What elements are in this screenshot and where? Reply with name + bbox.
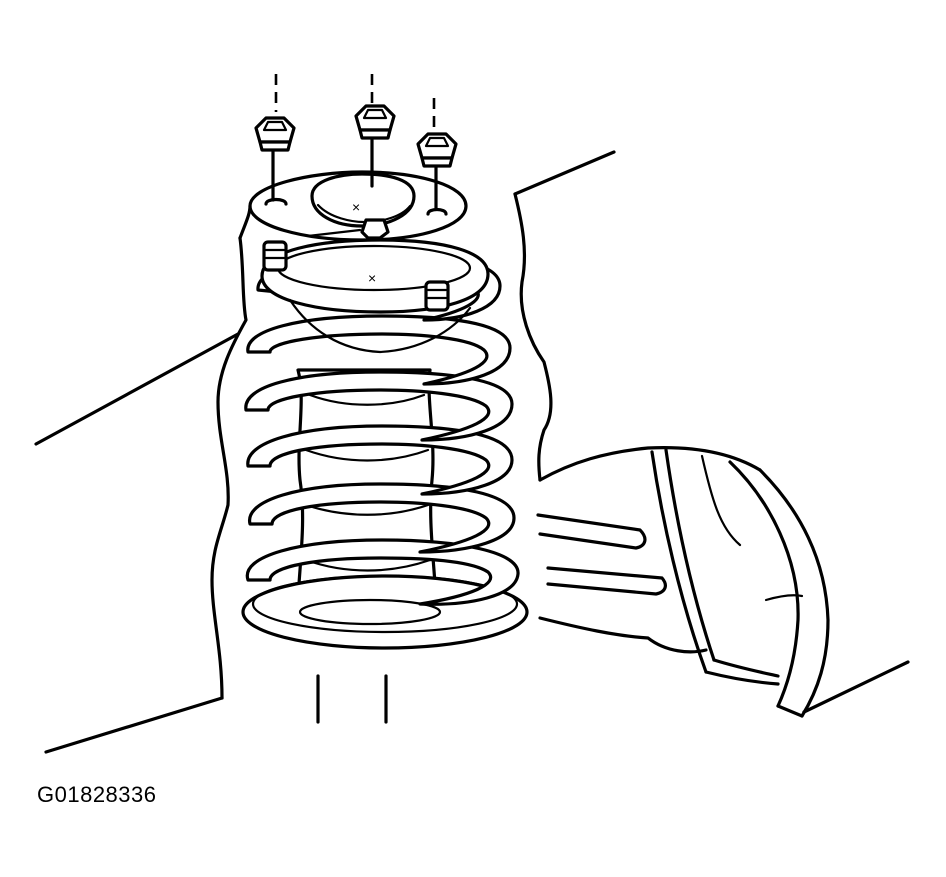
bumper-ridge-1 xyxy=(308,393,426,406)
knuckle-arm-upper xyxy=(536,513,647,550)
lower-spring-seat-rim xyxy=(251,574,519,634)
spring-coil-6 xyxy=(245,538,520,606)
knuckle-detail-line xyxy=(700,454,742,547)
knuckle-arm-lower xyxy=(546,566,667,596)
bumper-ridge-4 xyxy=(304,558,432,572)
knuckle-top-edge xyxy=(538,446,762,482)
panel-upper-right-edge xyxy=(513,150,616,196)
stud-left xyxy=(262,240,288,272)
mount-nuts xyxy=(254,74,458,210)
hub-arc-cap xyxy=(776,704,804,718)
nut-right-top xyxy=(424,136,450,148)
hex-nut-icon xyxy=(254,116,296,152)
figure-id-label: G01828336 xyxy=(37,782,157,807)
coil-spring: × xyxy=(241,238,529,650)
stud-right-body xyxy=(424,280,450,312)
mount-slot-left xyxy=(264,197,288,206)
upper-seat-skirt xyxy=(288,298,472,354)
spring-coil-3 xyxy=(244,370,514,442)
knuckle-assembly xyxy=(536,446,910,718)
mount-bracket-line xyxy=(306,228,362,238)
knuckle-bottom-edge xyxy=(538,616,708,654)
nut-middle-top xyxy=(362,108,388,120)
nut-right-flange xyxy=(420,156,454,168)
bumper-ridge-2 xyxy=(304,448,430,462)
wheelhouse-panel xyxy=(34,150,616,754)
spring-coil-4 xyxy=(246,424,514,496)
strut-mount: × xyxy=(238,170,468,242)
knuckle-flange-line-a xyxy=(650,450,708,674)
spring-coil-5 xyxy=(248,482,516,554)
nut-left-top xyxy=(262,120,288,132)
panel-right-contour xyxy=(513,192,553,482)
strut-rod xyxy=(316,674,388,724)
center-mark-lower: × xyxy=(368,270,376,286)
knuckle-base-edge xyxy=(712,658,780,678)
panel-inner-contour xyxy=(210,236,248,700)
center-strut-nut xyxy=(360,218,390,240)
nut-left-flange xyxy=(258,140,292,152)
hex-nut-icon xyxy=(416,132,458,168)
hub-outer-arc xyxy=(758,468,830,718)
stud-left-body xyxy=(262,240,288,272)
stud-right xyxy=(424,280,450,312)
mount-slot-right xyxy=(426,207,448,216)
knuckle-base-edge-inner xyxy=(704,670,780,686)
panel-lower-left-edge xyxy=(44,696,224,754)
mount-plate-side xyxy=(238,204,252,240)
mount-center-boss xyxy=(310,172,416,228)
lower-seat-center xyxy=(298,598,442,626)
panel-lower-right-edge xyxy=(802,660,910,714)
stud-right-threads xyxy=(426,288,448,300)
knuckle-detail-short xyxy=(764,594,804,602)
panel-upper-left-edge xyxy=(34,332,240,446)
hex-nut-icon xyxy=(354,104,396,140)
center-mark-upper: × xyxy=(352,199,360,215)
bumper-ridge-3 xyxy=(304,503,430,516)
knuckle-flange-line-b xyxy=(664,448,716,662)
mount-studs xyxy=(262,240,450,312)
hub-inner-arc xyxy=(728,460,800,708)
nut-middle-flange xyxy=(358,128,392,140)
stud-left-threads xyxy=(264,248,286,260)
